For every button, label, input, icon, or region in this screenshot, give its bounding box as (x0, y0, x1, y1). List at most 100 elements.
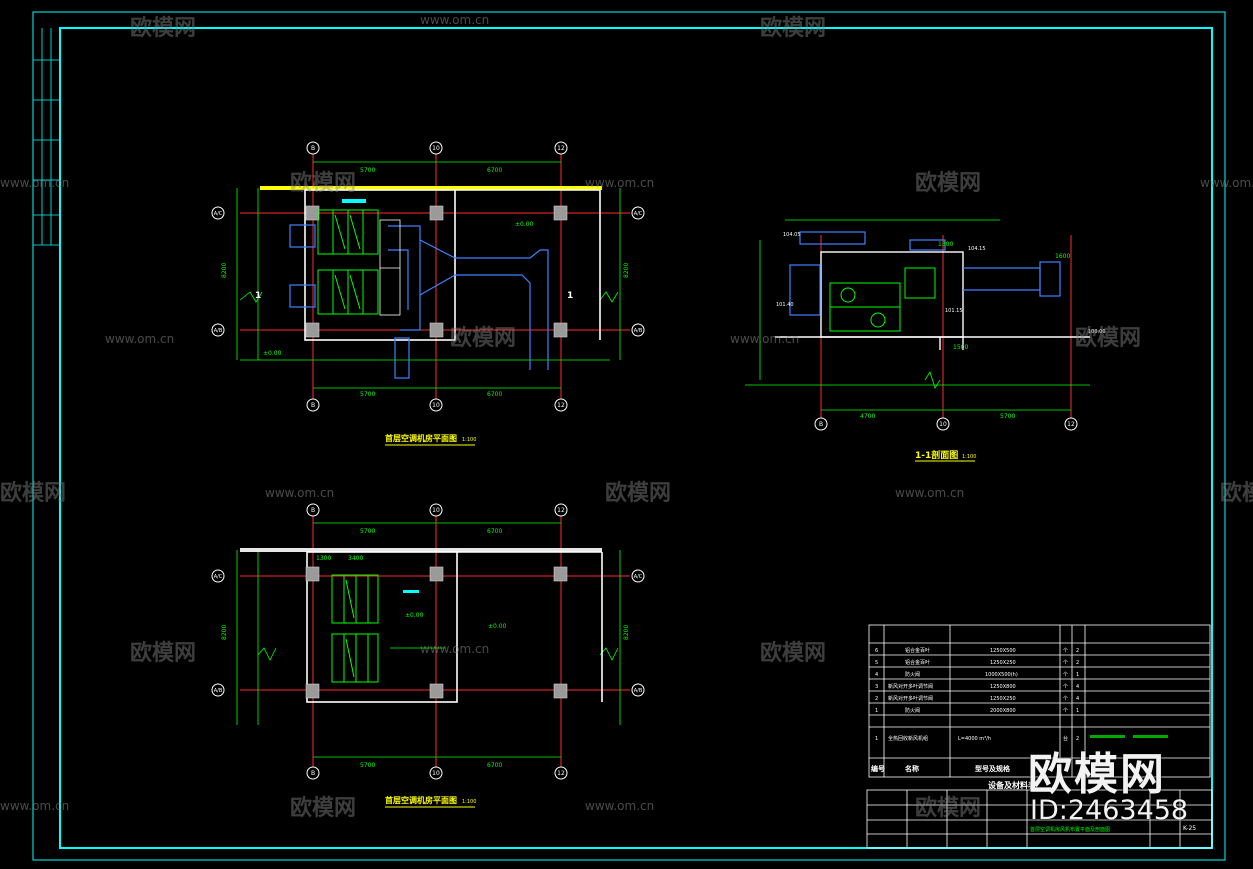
plan2-axis-10-bottom: 10 (432, 770, 440, 777)
table-row-3-model: 1000X500(h) (985, 672, 1018, 678)
table-row-4-unit: 个 (1063, 684, 1068, 690)
watermark-logo-4: 欧模网 (915, 170, 981, 196)
equipment-table: 6 铝合金百叶 1250X500 个 2 5 铝合金百叶 1250X250 个 … (868, 624, 1211, 790)
table-row-5-name: 新风对开多叶调节阀 (888, 695, 933, 702)
table-row-2-no: 5 (875, 660, 878, 666)
watermark-logo-7: 欧模网 (0, 480, 66, 506)
watermark-url-9: www.om.cn (420, 642, 489, 656)
plan2-axis-AB-left: A/B (214, 688, 223, 694)
table-header-model: 型号及规格 (975, 764, 1011, 773)
section-dim-1500: 1500 (953, 344, 968, 351)
watermark-id: ID:2463458 (1030, 795, 1189, 826)
plan1-level-2: ±0.00 (515, 221, 534, 228)
plan2-dim-6700-bottom: 6700 (487, 762, 502, 769)
section-scale: 1:100 (962, 454, 976, 460)
watermark-logo-11: 欧模网 (760, 640, 826, 666)
plan2-dim-5700-bottom: 5700 (360, 762, 375, 769)
title-block: 首层空调机房风机布置平面及剖面图 K-25 (866, 789, 1213, 849)
section-axis-10: 10 (939, 421, 947, 428)
table-row-7-name: 全热回收新风机组 (888, 735, 928, 742)
plan2-dim-5700: 5700 (360, 528, 375, 535)
section-dim-4700: 4700 (860, 413, 875, 420)
plan2-dim-8200-right: 8200 (623, 625, 630, 640)
section-elev-100-00: 100.00 (1088, 329, 1106, 335)
watermarks: 欧模网 欧模网 欧模网 欧模网 欧模网 欧模网 欧模网 欧模网 欧模网 欧模网 … (0, 13, 1253, 821)
table-row-1-qty: 2 (1076, 648, 1079, 654)
table-row-2-qty: 2 (1076, 660, 1079, 666)
watermark-logo-5: 欧模网 (450, 325, 516, 351)
section-elev-101-40: 101.40 (776, 302, 794, 308)
plan1-section-mark-right: 1 (567, 291, 573, 301)
table-row-4-model: 1250X800 (990, 684, 1016, 690)
plan1-title: 首层空调机房平面图 (385, 433, 457, 443)
plan1-dim-6700-bottom: 6700 (487, 391, 502, 398)
watermark-url-10: www.om.cn (0, 799, 69, 813)
title-block-drawing-title: 首层空调机房风机布置平面及剖面图 (1030, 826, 1110, 833)
section-axis-12: 12 (1067, 421, 1075, 428)
plan2-axis-B-bottom: B (311, 770, 315, 777)
watermark-url-4: www.om.cn (1200, 176, 1253, 190)
table-row-6-no: 1 (875, 708, 878, 714)
watermark-logo-13: 欧模网 (915, 795, 981, 821)
table-row-6-name: 防火阀 (905, 707, 920, 714)
section-dim-1300: 1300 (938, 241, 953, 248)
table-row-2-name: 铝合金百叶 (905, 659, 930, 666)
plan1-dim-5700-bottom: 5700 (360, 391, 375, 398)
plan2-scale: 1:100 (462, 799, 476, 805)
plan2-dim-6700: 6700 (487, 528, 502, 535)
plan1-scale: 1:100 (462, 437, 476, 443)
plan1-dim-8200-left: 8200 (221, 263, 228, 278)
table-row-7-qty: 2 (1076, 736, 1079, 742)
plan2-axis-AC-left: A/C (214, 574, 223, 580)
plan-1: 5700 6700 5700 6700 8200 8200 ±0.00 ±0.0… (211, 141, 645, 446)
table-row-6-model: 2000X800 (990, 708, 1016, 714)
table-row-5-unit: 个 (1063, 696, 1068, 702)
plan1-section-mark-left: 1 (255, 291, 261, 301)
plan-2: 5700 6700 5700 6700 3400 1300 8200 8200 … (211, 503, 645, 808)
table-row-1-name: 铝合金百叶 (905, 647, 930, 654)
plan1-axis-B-top: B (311, 145, 315, 152)
table-row-1-model: 1250X500 (990, 648, 1016, 654)
watermark-url-5: www.om.cn (105, 332, 174, 346)
watermark-logo-12: 欧模网 (290, 795, 356, 821)
table-row-5-qty: 4 (1076, 696, 1079, 702)
watermark-url-3: www.om.cn (585, 176, 654, 190)
section-1-1: 4700 5700 1300 1500 1600 104.05 104.15 1… (745, 219, 1106, 462)
watermark-url-11: www.om.cn (585, 799, 654, 813)
plan1-axis-AC-right: A/C (634, 211, 643, 217)
table-row-3-no: 4 (875, 672, 878, 678)
table-row-3-name: 防火阀 (905, 671, 920, 678)
table-row-6-unit: 个 (1063, 708, 1068, 714)
plan2-axis-AC-right: A/C (634, 574, 643, 580)
watermark-url-7: www.om.cn (265, 486, 334, 500)
plan2-axis-10-top: 10 (432, 507, 440, 514)
table-row-4-name: 新风对开多叶调节阀 (888, 683, 933, 690)
watermark-url-2: www.om.cn (0, 176, 69, 190)
table-row-2-unit: 个 (1063, 660, 1068, 666)
watermark-url-1: www.om.cn (420, 13, 489, 27)
plan2-level-2: ±0.00 (405, 612, 424, 619)
plan2-axis-AB-right: A/B (634, 688, 643, 694)
plan2-dim-1300: 1300 (316, 555, 331, 562)
section-elev-101-15: 101.15 (945, 308, 963, 314)
section-title: 1-1剖面图 (915, 449, 958, 461)
plan1-axis-12-top: 12 (557, 145, 565, 152)
plan2-axis-12-top: 12 (557, 507, 565, 514)
table-header-name: 名称 (905, 764, 919, 773)
table-row-1-no: 6 (875, 648, 878, 654)
plan1-axis-B-bottom: B (311, 402, 315, 409)
watermark-logo-3: 欧模网 (290, 170, 356, 196)
table-row-3-unit: 个 (1063, 672, 1068, 678)
plan1-dim-5700: 5700 (360, 167, 375, 174)
table-row-7-no: 1 (875, 736, 878, 742)
plan1-dim-6700: 6700 (487, 167, 502, 174)
watermark-logo-9: 欧模网 (1220, 480, 1253, 506)
table-row-7-model: L=4000 m³/h (958, 736, 991, 742)
table-row-7-unit: 台 (1063, 735, 1068, 742)
table-row-2-model: 1250X250 (990, 660, 1016, 666)
section-dim-5700: 5700 (1000, 413, 1015, 420)
plan1-axis-AC-left: A/C (214, 211, 223, 217)
watermark-logo-8: 欧模网 (605, 480, 671, 506)
section-elev-104-05: 104.05 (783, 232, 801, 238)
